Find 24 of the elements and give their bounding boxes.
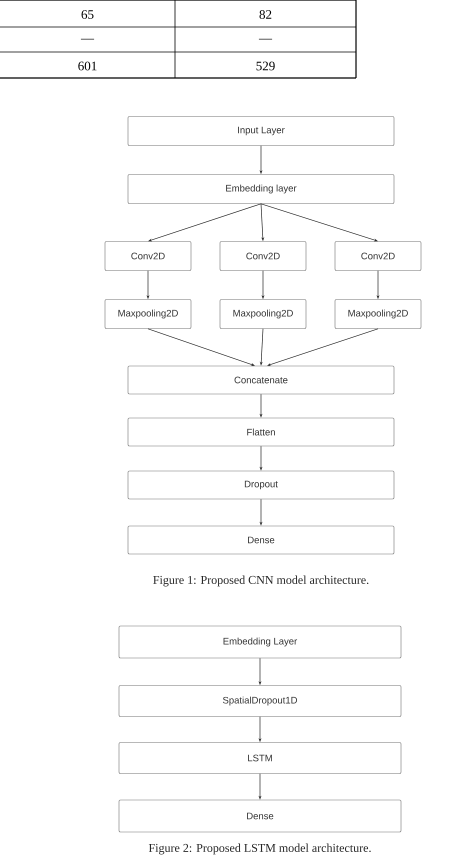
layer-box: Input Layer [128,116,394,146]
layer-box: Conv2D [334,241,422,271]
layer-box: Conv2D [104,241,192,271]
figure-caption: Figure 1: Proposed CNN model architecture. [153,576,368,586]
layer-box: Maxpooling2D [334,299,422,329]
layer-box: SpatialDropout1D [118,685,402,717]
layer-box: Maxpooling2D [104,299,192,329]
table-cell: — [258,38,272,40]
layer-box: Dense [128,526,394,554]
layer-box: LSTM [118,742,402,774]
table-cell: 601 [78,62,96,70]
layer-box: Concatenate [128,366,394,394]
layer-box: Embedding layer [128,174,394,204]
layer-box: Dropout [128,470,394,500]
table-cell: 65 [82,10,94,19]
layer-box: Flatten [128,418,394,446]
table-cell: 82 [260,10,272,19]
table-cell: — [80,38,94,40]
layer-box: Conv2D [220,241,306,271]
table-cell: 529 [256,62,275,70]
figure-caption: Figure 2: Proposed LSTM model architecture. [148,844,371,854]
layer-box: Maxpooling2D [220,299,306,329]
layer-box: Embedding Layer [118,626,402,658]
layer-box: Dense [118,800,402,832]
